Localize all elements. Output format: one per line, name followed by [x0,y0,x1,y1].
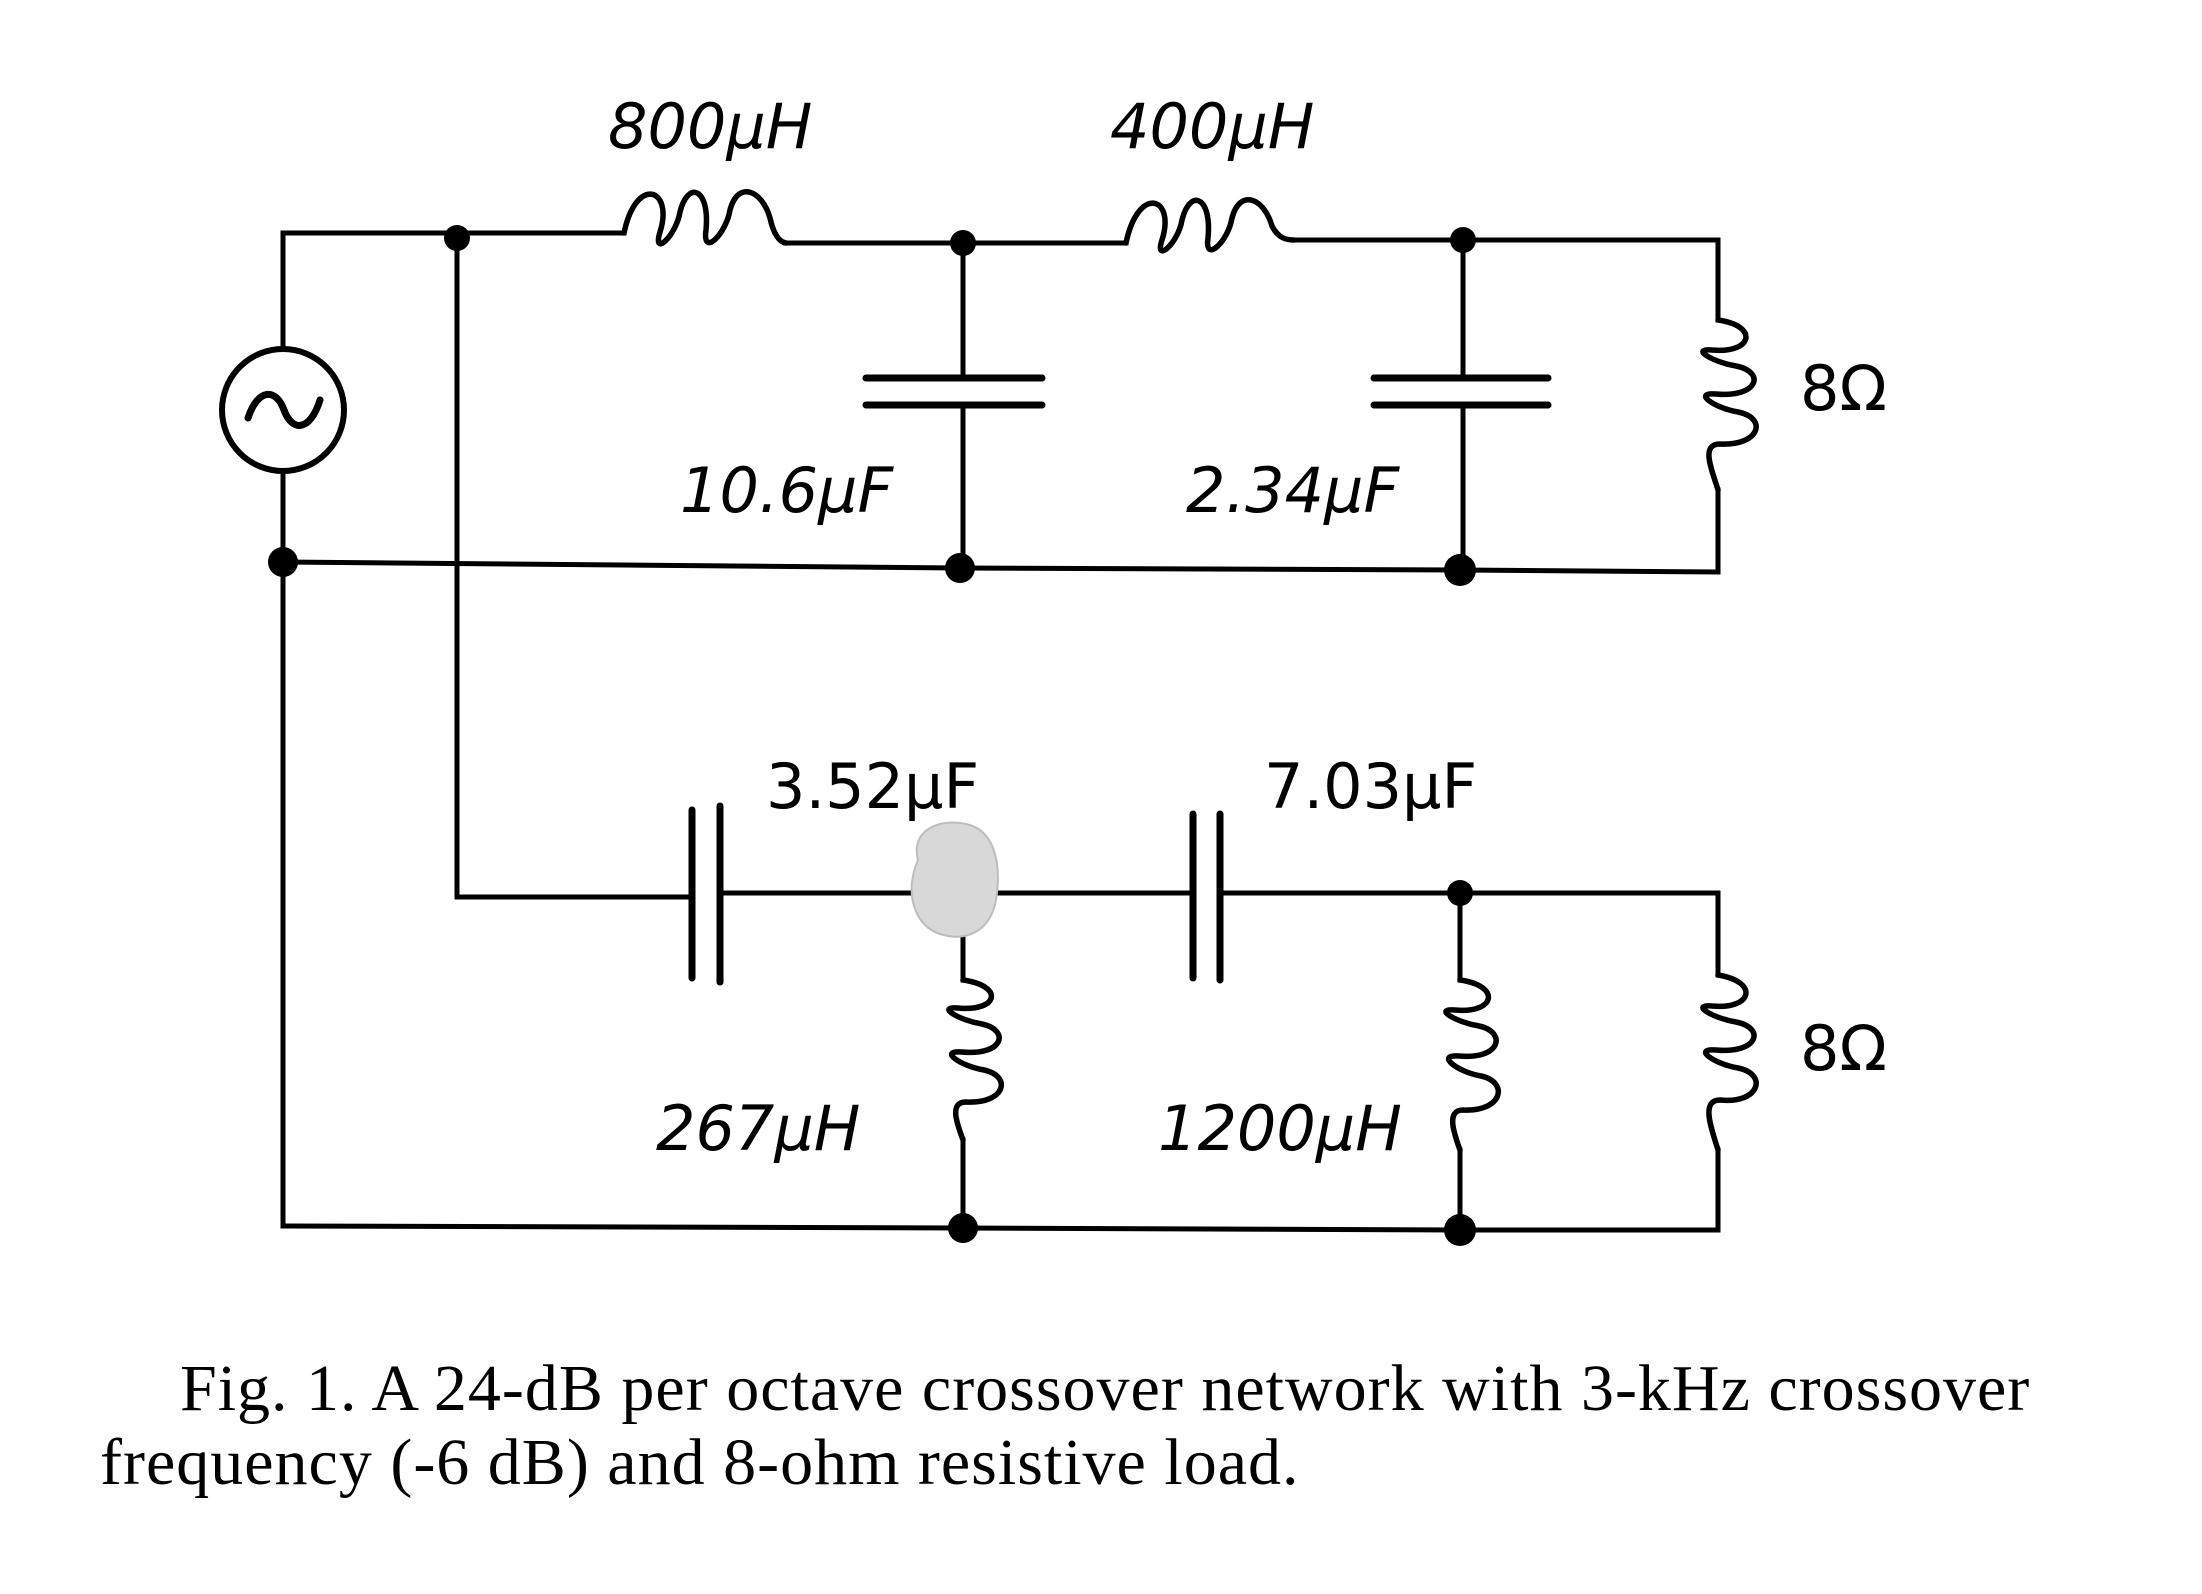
load-low-coil [1700,972,1759,1153]
inductor-267-coil [946,977,1004,1143]
label-capacitor-10-6: 10.6μF [680,454,894,527]
junction-dot [948,1213,978,1243]
label-load-low: 8Ω [1800,1012,1887,1085]
smudge-mark [910,821,999,938]
capacitor-3-52-symbol [688,802,724,986]
load-high-coil [1700,317,1759,493]
label-inductor-800: 800μH [608,90,812,163]
label-inductor-400: 400μH [1110,90,1314,163]
capacitor-2-34-symbol [1370,374,1552,409]
junction-dot [1444,1214,1476,1246]
inductor-400-coil [1123,197,1297,254]
junction-dot [945,553,975,583]
junction-nodes [268,225,1476,1246]
junction-dot [1444,554,1476,586]
sine-wave-icon [244,390,324,429]
figure-caption: Fig. 1. A 24-dB per octave crossover net… [100,1352,2120,1500]
upper-wires [280,230,1721,1229]
ac-source [219,346,347,474]
label-capacitor-2-34: 2.34μF [1186,454,1400,527]
label-capacitor-7-03: 7.03μF [1264,750,1477,823]
inductor-1200-coil [1443,977,1501,1153]
junction-dot [444,225,470,251]
junction-dot [1450,227,1476,253]
junction-dot [268,547,298,577]
label-capacitor-3-52: 3.52μF [766,750,979,823]
capacitor-7-03-symbol [1189,810,1224,984]
wire-top-right [1291,237,1721,323]
caption-text: Fig. 1. A 24-dB per octave crossover net… [100,1352,2031,1499]
lower-wires [280,890,1721,1233]
inductor-800-coil [621,189,789,247]
wire-upper-return [280,559,1721,575]
wire-lower-return [280,1223,1721,1233]
wire-lower-right [1219,890,1721,978]
junction-dot [950,230,976,256]
label-inductor-267: 267μH [656,1092,860,1165]
capacitor-10-6-symbol [862,374,1046,409]
label-load-high: 8Ω [1800,352,1887,425]
label-inductor-1200: 1200μH [1158,1092,1402,1165]
junction-dot [1447,880,1473,906]
